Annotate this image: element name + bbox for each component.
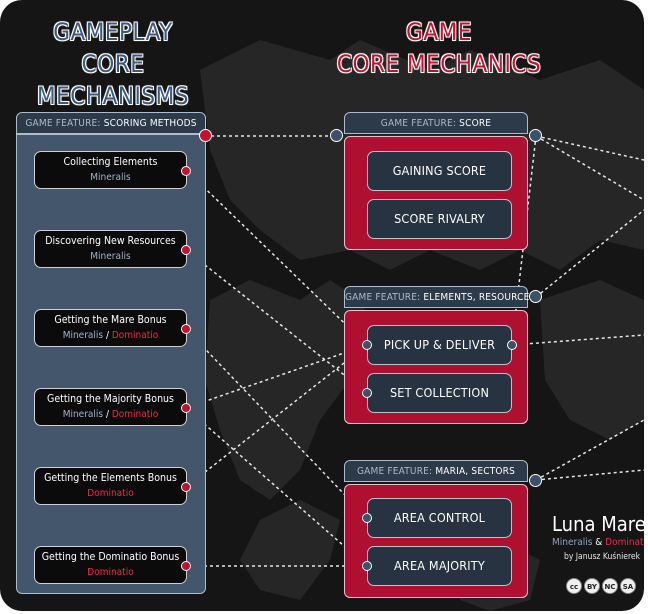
mechanism-edition: Mineralis / Dominatio [35, 328, 186, 343]
group-value: MARIA, SECTORS [435, 466, 516, 477]
mechanism-connector-dot [181, 403, 191, 413]
edition-mineralis: Mineralis [62, 330, 104, 341]
gameplay-heading-line-1: GAMEPLAY [53, 18, 173, 46]
connector-dot-setcollection-in [362, 388, 372, 398]
edition-dominatio: Dominatio [87, 488, 134, 499]
mechanic-area-majority[interactable]: AREA MAJORITY [367, 546, 512, 586]
edition-dominatio: Dominatio [111, 409, 159, 420]
brand-author: by Janusz Kuśnierek [564, 552, 641, 562]
mechanism-title: Getting the Majority Bonus [47, 393, 174, 405]
mechanism-edition: Mineralis / Dominatio [35, 407, 186, 422]
brand-ampersand: & [592, 537, 606, 548]
edition-mineralis: Mineralis [90, 172, 131, 183]
creative-commons-badge: cc BY NC SA [566, 578, 636, 594]
connector-dot-elements-out [529, 290, 542, 303]
connector-dot-areacontrol-in [362, 513, 372, 523]
mechanic-area-control[interactable]: AREA CONTROL [367, 498, 512, 538]
game-heading: GAME CORE MECHANICS [334, 16, 544, 80]
mechanic-pick-up-deliver[interactable]: PICK UP & DELIVER [367, 325, 512, 365]
group-prefix: GAME FEATURE: [25, 118, 101, 129]
mechanic-gaining-score[interactable]: GAINING SCORE [367, 151, 512, 191]
connector-dot-pickup-in [362, 340, 372, 350]
connector-dot-score-out [529, 129, 542, 142]
edition-mineralis: Mineralis [90, 251, 131, 262]
mechanism-title: Discovering New Resources [45, 235, 176, 247]
cc-icon: cc [566, 578, 582, 594]
mechanism-title: Collecting Elements [63, 156, 158, 168]
group-tab-scoring-methods: GAME FEATURE: SCORING METHODS [16, 112, 206, 134]
brand-mineralis: Mineralis [552, 537, 593, 548]
gameplay-heading: GAMEPLAY CORE MECHANISMS [8, 16, 218, 112]
group-value: SCORE [459, 118, 492, 129]
group-value: ELEMENTS, RESOURCES [423, 292, 536, 303]
mechanic-set-collection[interactable]: SET COLLECTION [367, 373, 512, 413]
edition-mineralis: Mineralis [62, 409, 104, 420]
connector-dot-scoring-out [199, 129, 212, 142]
edition-sep: / [103, 330, 112, 341]
game-heading-line-1: GAME [406, 18, 472, 46]
edition-dominatio: Dominatio [111, 330, 159, 341]
nc-icon: NC [602, 578, 618, 594]
brand-block: Luna Mare Mineralis & Dominatio by Janus… [552, 512, 644, 564]
group-prefix: GAME FEATURE: [380, 118, 457, 129]
mechanism-connector-dot [181, 561, 191, 571]
sa-icon: SA [620, 578, 636, 594]
group-tab-maria-sectors: GAME FEATURE: MARIA, SECTORS [344, 460, 528, 482]
mechanism-connector-dot [181, 482, 191, 492]
mechanism-edition: Dominatio [35, 486, 186, 501]
mechanism-title: Getting the Elements Bonus [44, 472, 177, 484]
mechanism-title: Getting the Mare Bonus [54, 314, 167, 326]
connector-dot-pickup-out [507, 340, 517, 350]
panel-scoring-methods [16, 134, 206, 594]
gameplay-heading-line-2: CORE MECHANISMS [37, 50, 189, 110]
connector-dot-maria-out [529, 474, 542, 487]
mechanism-edition: Mineralis [35, 249, 186, 264]
mechanism-connector-dot [181, 245, 191, 255]
game-heading-line-2: CORE MECHANICS [336, 50, 542, 78]
group-tab-score: GAME FEATURE: SCORE [344, 112, 528, 134]
mechanism-edition: Dominatio [35, 565, 186, 580]
mechanism-title: Getting the Dominatio Bonus [41, 551, 180, 563]
mechanic-score-rivalry[interactable]: SCORE RIVALRY [367, 199, 512, 239]
mechanism-connector-dot [181, 166, 191, 176]
by-icon: BY [584, 578, 600, 594]
brand-subtitle: Mineralis & Dominatio [552, 536, 644, 550]
group-tab-elements-resources: GAME FEATURE: ELEMENTS, RESOURCES [344, 286, 535, 308]
edition-dominatio: Dominatio [87, 567, 134, 578]
mechanism-connector-dot [181, 324, 191, 334]
brand-dominatio: Dominatio [605, 537, 644, 548]
brand-title: Luna Mare [552, 512, 644, 536]
connector-dot-score-in [330, 129, 343, 142]
group-prefix: GAME FEATURE: [356, 466, 433, 477]
group-prefix: GAME FEATURE: [345, 292, 421, 303]
connector-dot-areamajority-in [362, 561, 372, 571]
mechanism-edition: Mineralis [35, 170, 186, 185]
group-value: SCORING METHODS [103, 118, 197, 129]
edition-sep: / [103, 409, 112, 420]
